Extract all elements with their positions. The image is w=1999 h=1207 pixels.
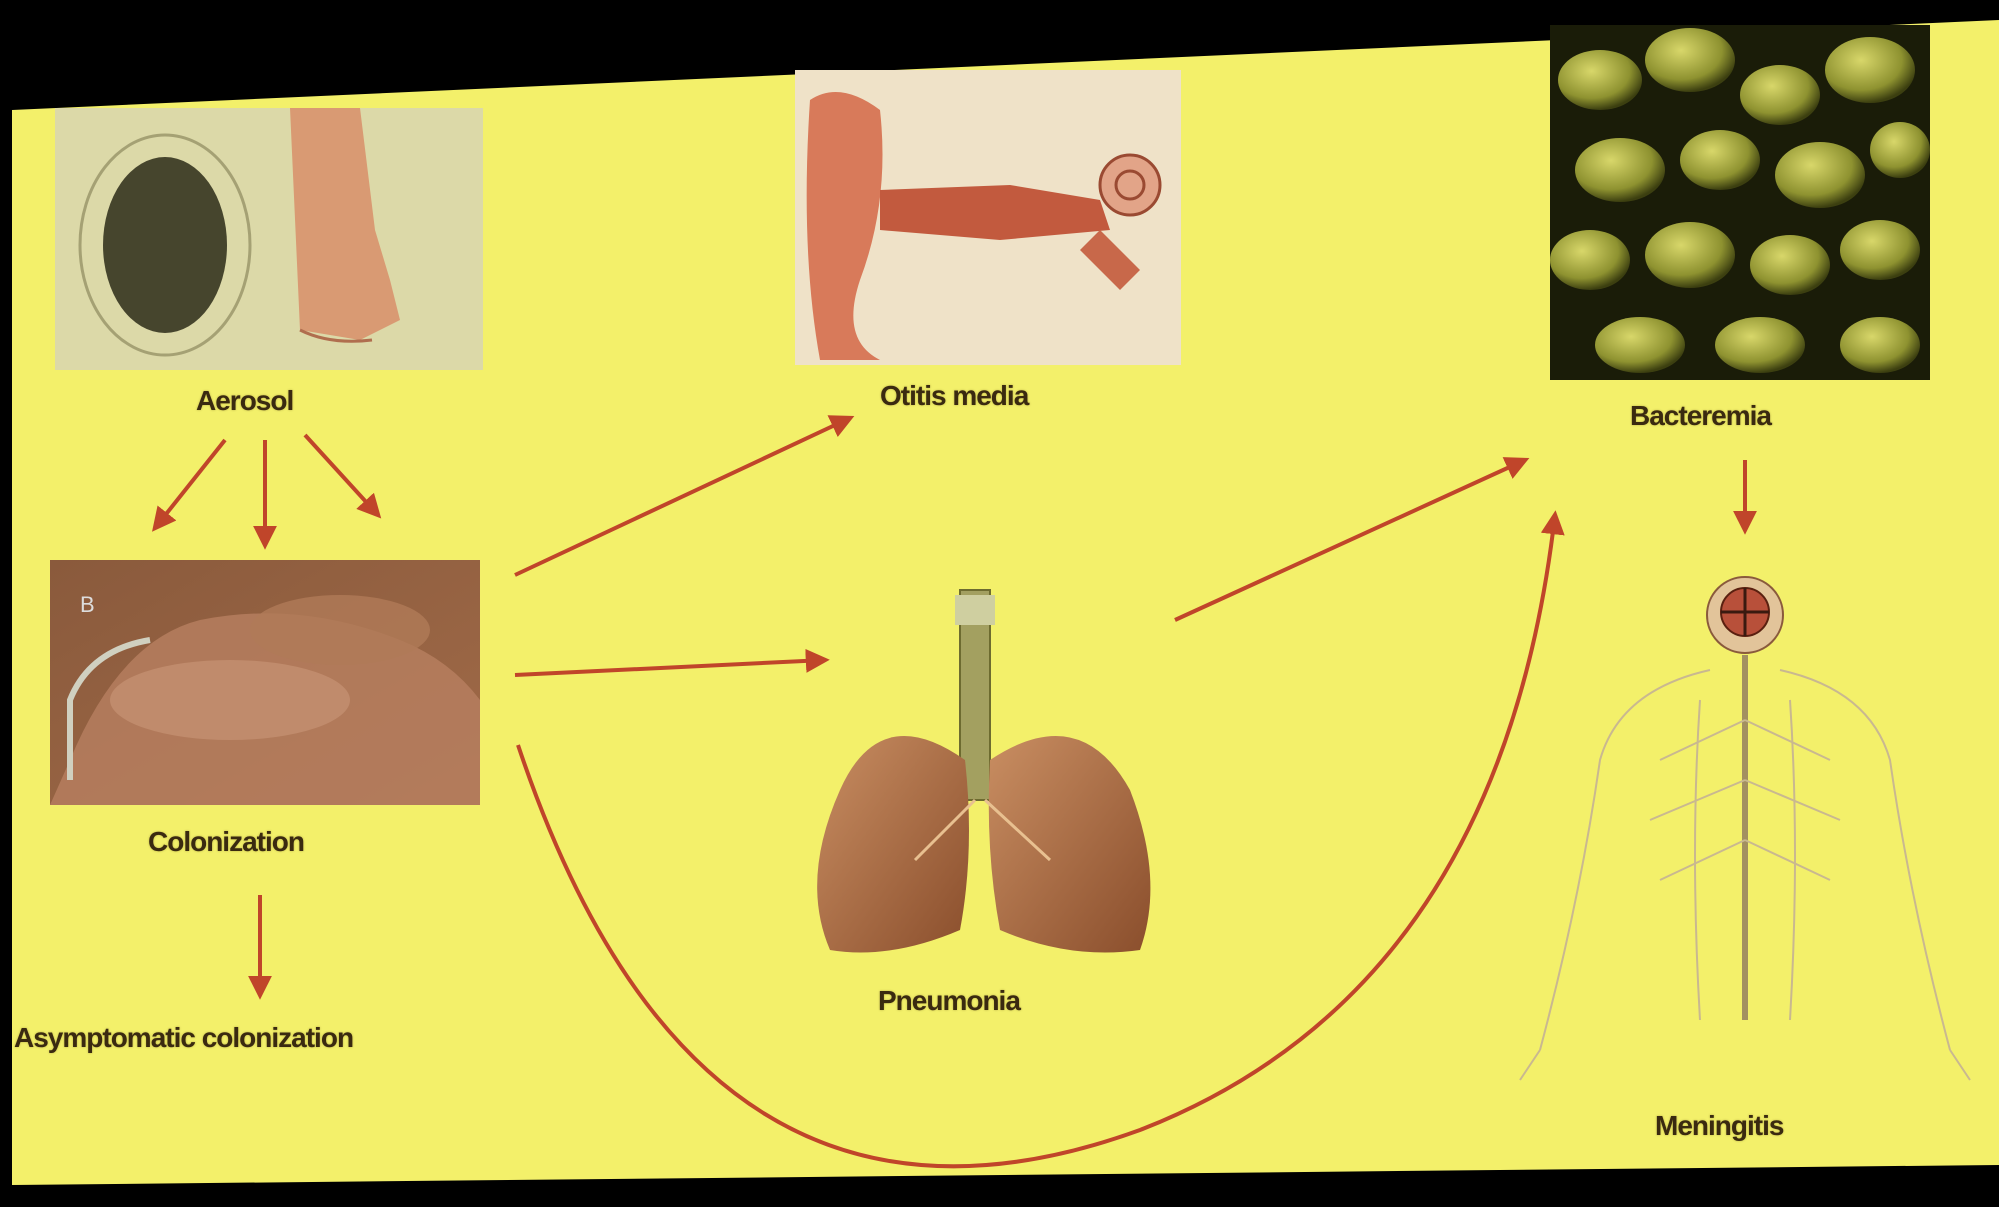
label-bacteremia: Bacteremia [1630, 400, 1771, 432]
label-aerosol: Aerosol [196, 385, 293, 417]
label-otitis-media: Otitis media [880, 380, 1028, 412]
label-pneumonia: Pneumonia [878, 985, 1020, 1017]
ear-anatomy-image [795, 70, 1181, 365]
svg-text:B: B [80, 592, 95, 617]
label-colonization: Colonization [148, 826, 304, 858]
aerosol-nose-image [55, 108, 483, 370]
bacteria-image [1550, 25, 1930, 380]
label-meningitis: Meningitis [1655, 1110, 1783, 1142]
label-asymptomatic-colonization: Asymptomatic colonization [14, 1022, 353, 1054]
nasal-colonization-image: B [50, 560, 480, 805]
